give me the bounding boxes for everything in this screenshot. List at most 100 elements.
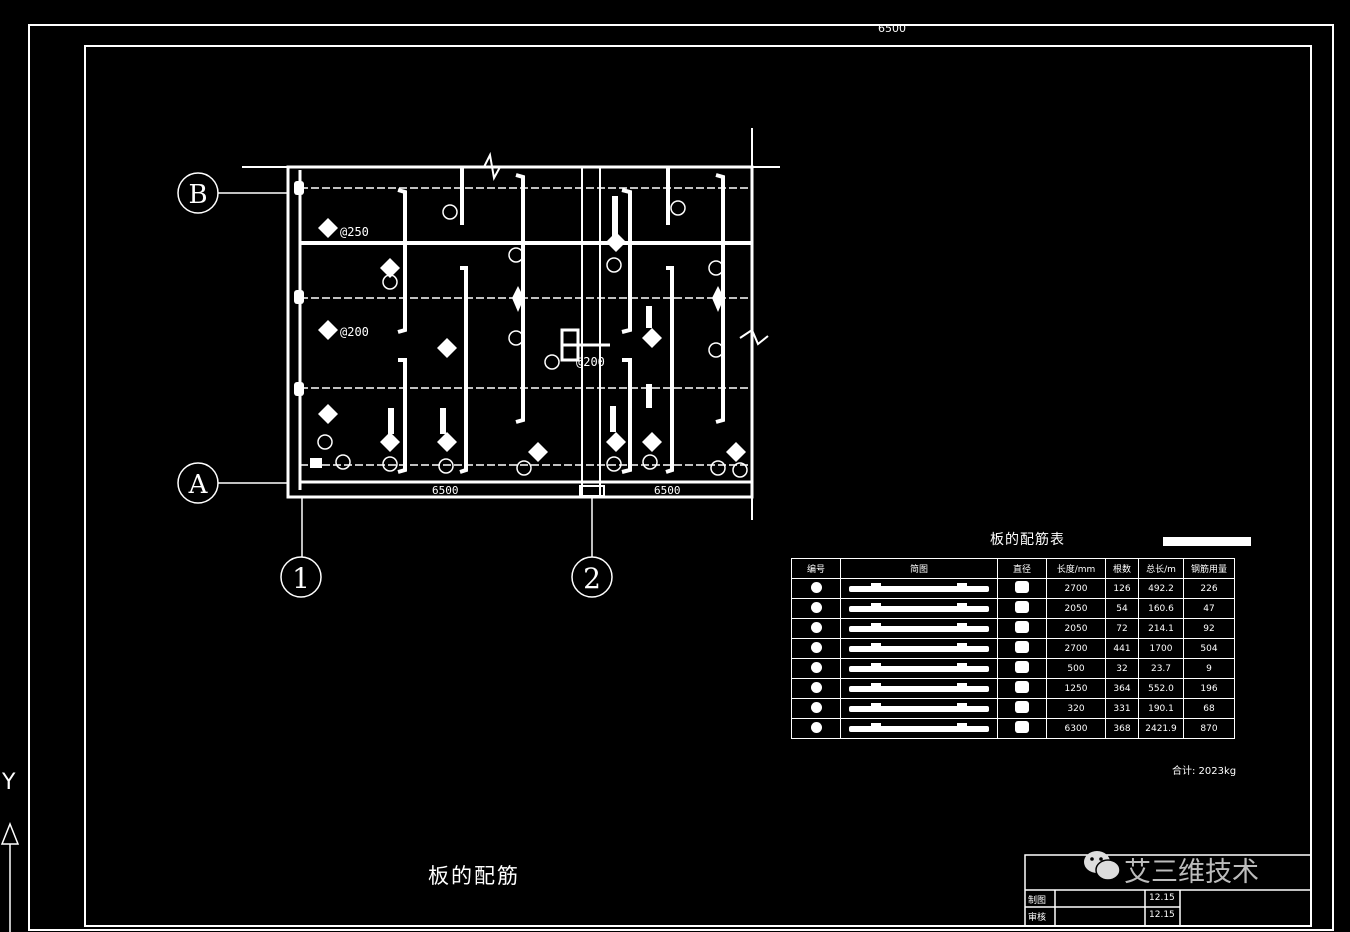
col-header: 总长/m: [1138, 558, 1184, 579]
bar-number-icon: [791, 658, 841, 679]
bar-shape-icon: [840, 658, 998, 679]
dimension-label-1: 6500: [432, 484, 459, 497]
bar-diameter-icon: [997, 658, 1047, 679]
bar-total-length: 2421.9: [1138, 718, 1184, 739]
bar-diameter-icon: [997, 718, 1047, 739]
col-header: 根数: [1105, 558, 1139, 579]
title-block-drawn-by: 制图: [1028, 896, 1047, 906]
bar-number-icon: [791, 638, 841, 659]
bar-shape-icon: [840, 598, 998, 619]
drawing-title: 板的配筋: [428, 864, 520, 888]
slab-plan: [242, 128, 780, 520]
col-header: 钢筋用量: [1183, 558, 1235, 579]
bar-shape-icon: [840, 698, 998, 719]
bar-weight: 92: [1183, 618, 1235, 639]
bar-total-length: 214.1: [1138, 618, 1184, 639]
title-block-checked-by: 审核: [1028, 913, 1047, 923]
bar-count: 72: [1105, 618, 1139, 639]
rebar-annotation-3: @200: [576, 355, 605, 369]
bar-number-icon: [791, 698, 841, 719]
bar-weight: 68: [1183, 698, 1235, 719]
bar-weight: 870: [1183, 718, 1235, 739]
axis-bubble-a: A: [188, 470, 209, 500]
bar-length: 320: [1046, 698, 1106, 719]
col-header: 长度/mm: [1046, 558, 1106, 579]
rebar-markers: [294, 181, 746, 468]
wechat-logo-icon: [1084, 851, 1121, 881]
bar-shape-icon: [840, 638, 998, 659]
total-weight: 合计: 2023kg: [1172, 766, 1237, 777]
bar-length: 2050: [1046, 598, 1106, 619]
bar-count: 441: [1105, 638, 1139, 659]
bar-weight: 504: [1183, 638, 1235, 659]
bar-number-icon: [791, 718, 841, 739]
table-title-bar: [1163, 537, 1251, 546]
bar-number-icon: [791, 598, 841, 619]
bar-count: 126: [1105, 578, 1139, 599]
bar-length: 1250: [1046, 678, 1106, 699]
rebar-annotation-1: @250: [340, 225, 369, 239]
ucs-arrow-icon: [0, 822, 20, 932]
grid-axes: [177, 172, 613, 598]
bar-diameter-icon: [997, 578, 1047, 599]
bar-diameter-icon: [997, 618, 1047, 639]
bar-weight: 226: [1183, 578, 1235, 599]
top-dimension: 6500: [878, 22, 906, 35]
bar-count: 368: [1105, 718, 1139, 739]
bar-count: 331: [1105, 698, 1139, 719]
bar-total-length: 160.6: [1138, 598, 1184, 619]
col-header: 简图: [840, 558, 998, 579]
bar-number-icon: [791, 578, 841, 599]
title-block-date-1: 12.15: [1149, 893, 1175, 903]
bar-count: 32: [1105, 658, 1139, 679]
axis-bubble-b: B: [188, 180, 207, 210]
bar-count: 54: [1105, 598, 1139, 619]
table-header-row: 编号 简图 直径 长度/mm 根数 总长/m 钢筋用量: [791, 558, 1235, 579]
ucs-y-label: Y: [2, 770, 16, 795]
bar-diameter-icon: [997, 638, 1047, 659]
bar-shape-icon: [840, 618, 998, 639]
axis-bubble-1: 1: [292, 562, 310, 595]
bar-diameter-icon: [997, 678, 1047, 699]
bar-length: 2700: [1046, 578, 1106, 599]
bar-total-length: 1700: [1138, 638, 1184, 659]
bar-shape-icon: [840, 578, 998, 599]
title-block-date-2: 12.15: [1149, 910, 1175, 920]
bar-length: 6300: [1046, 718, 1106, 739]
outer-frame: [28, 24, 1334, 931]
bar-weight: 196: [1183, 678, 1235, 699]
table-title: 板的配筋表: [990, 532, 1065, 548]
col-header: 编号: [791, 558, 841, 579]
bar-total-length: 492.2: [1138, 578, 1184, 599]
bar-length: 2050: [1046, 618, 1106, 639]
bar-shape-icon: [840, 678, 998, 699]
dimension-label-2: 6500: [654, 484, 681, 497]
bar-length: 500: [1046, 658, 1106, 679]
bar-total-length: 23.7: [1138, 658, 1184, 679]
bar-weight: 9: [1183, 658, 1235, 679]
title-block: [1024, 854, 1312, 927]
bar-total-length: 552.0: [1138, 678, 1184, 699]
bar-weight: 47: [1183, 598, 1235, 619]
bar-number-icon: [791, 678, 841, 699]
bar-number-icon: [791, 618, 841, 639]
axis-bubble-2: 2: [583, 562, 601, 595]
bar-total-length: 190.1: [1138, 698, 1184, 719]
bar-diameter-icon: [997, 598, 1047, 619]
inner-frame: [84, 45, 1312, 927]
bar-diameter-icon: [997, 698, 1047, 719]
bar-length: 2700: [1046, 638, 1106, 659]
bar-count: 364: [1105, 678, 1139, 699]
watermark-text: 艾三维技术: [1124, 857, 1259, 888]
rebar-annotation-2: @200: [340, 325, 369, 339]
